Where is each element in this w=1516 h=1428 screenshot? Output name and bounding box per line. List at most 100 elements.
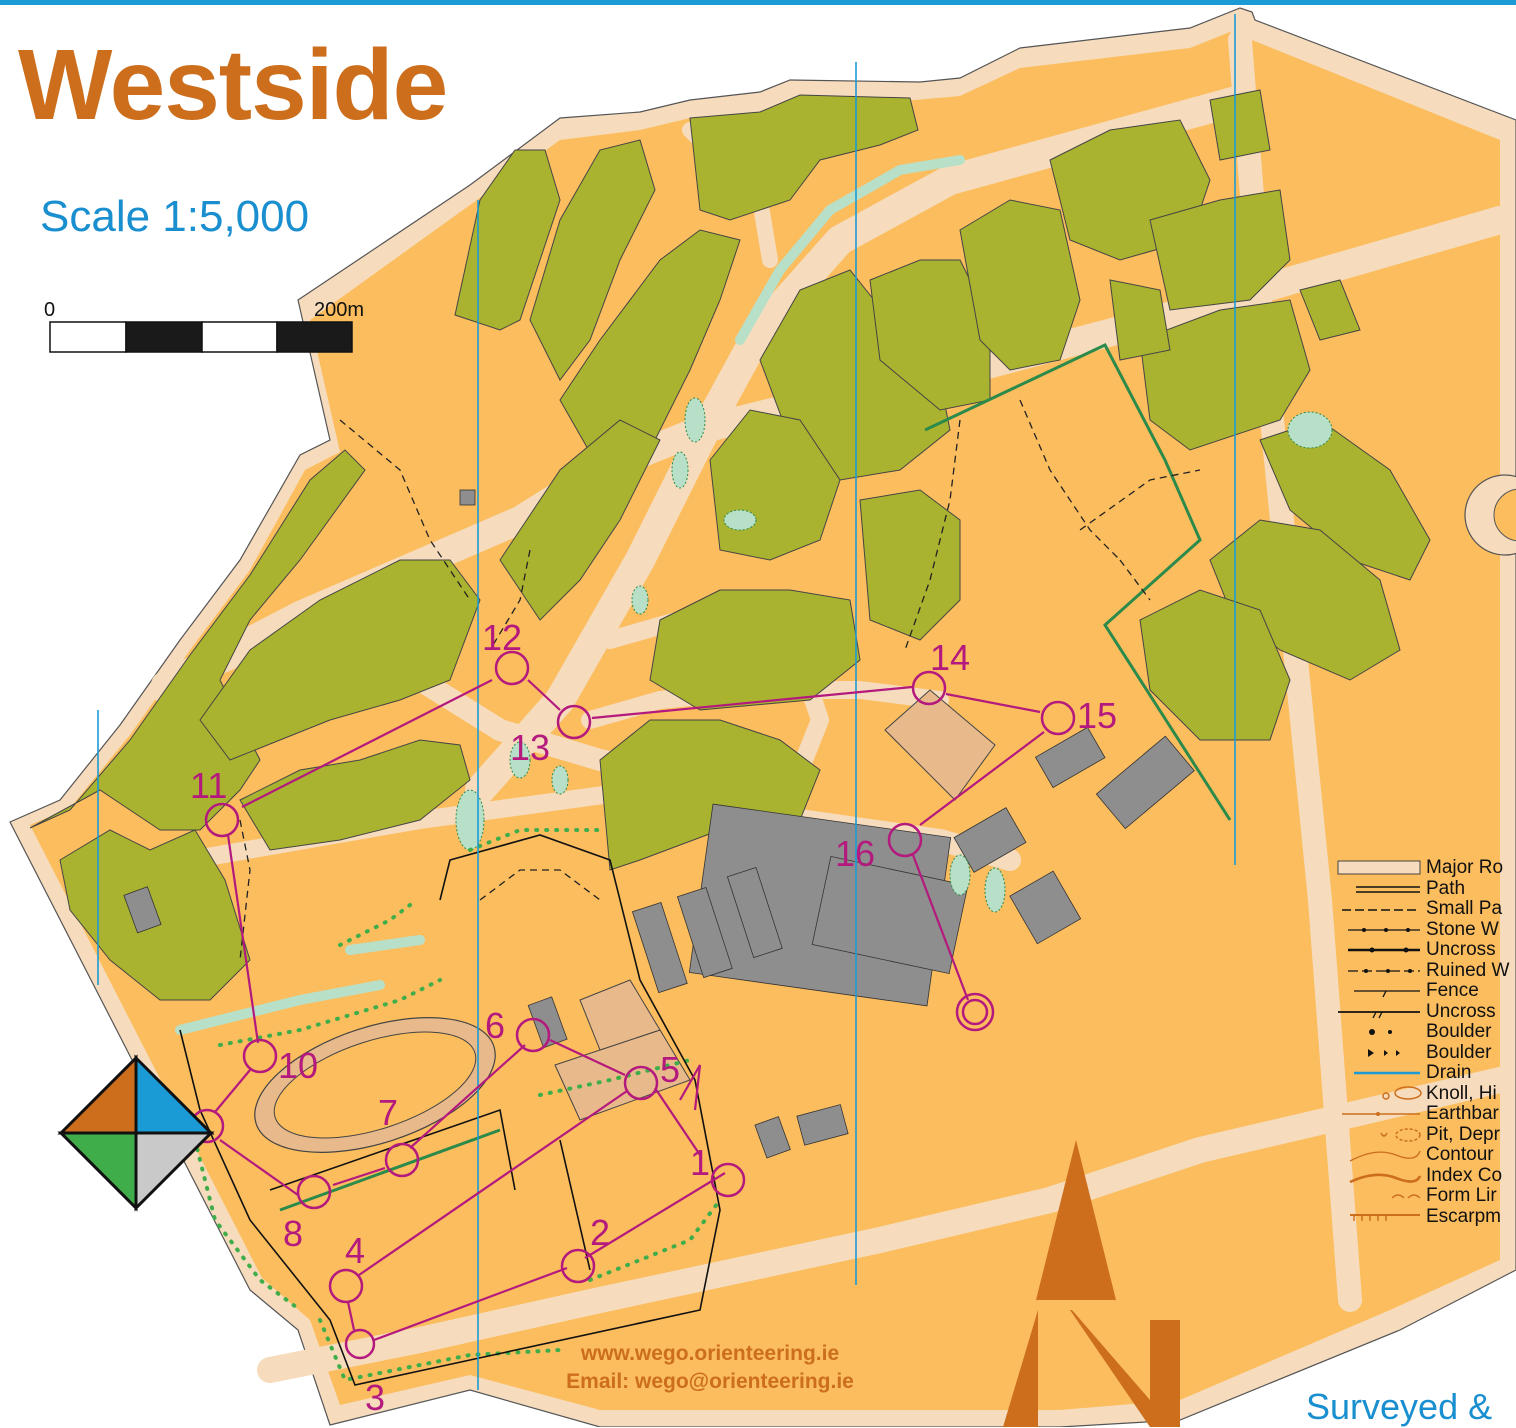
residential-west: [29, 449, 366, 831]
course-leg: [332, 1166, 386, 1187]
uncrossable-wall-symbol: [1348, 947, 1420, 953]
legend-label: Path: [1426, 877, 1466, 899]
building: [676, 886, 733, 979]
green-strip: [175, 980, 385, 1035]
green-patch: [509, 741, 531, 779]
top-border: [0, 0, 1516, 5]
logo-top-left: [57, 1054, 138, 1135]
escarpment-symbol: [1350, 1213, 1420, 1221]
small-path: [489, 549, 531, 651]
residential-top-right: [1209, 89, 1271, 161]
control-1: [710, 1162, 746, 1198]
club-logo: [57, 1054, 215, 1212]
wall: [559, 1139, 591, 1271]
green-strip: [345, 935, 425, 955]
control-label: 11: [190, 765, 227, 806]
building: [796, 1104, 849, 1146]
pit-symbol: [1380, 1127, 1421, 1142]
residential-north-west: [199, 559, 481, 761]
earth-bank-symbol: [1342, 1112, 1420, 1116]
footer: www.wego.orienteering.ie Email: wego@ori…: [500, 1340, 920, 1396]
residential-ne-4: [1149, 189, 1291, 311]
finish-outer: [955, 992, 995, 1032]
scale-bar-segment: [201, 321, 278, 353]
small-path: [1119, 559, 1151, 601]
paved-square: [884, 689, 996, 801]
legend-label: Escarpm: [1426, 1205, 1501, 1227]
control-label: 12: [482, 617, 522, 658]
surveyed-credit: Surveyed &: [1306, 1386, 1493, 1427]
course-leg: [226, 834, 260, 1044]
small-paths: [239, 399, 1201, 961]
footer-website[interactable]: www.wego.orienteering.ie: [580, 1342, 840, 1365]
control-label: 5: [660, 1049, 680, 1090]
hedge: [188, 1118, 302, 1312]
walls: [179, 834, 721, 1386]
north-arrow-top: [1036, 1140, 1116, 1300]
building: [459, 489, 476, 506]
hedge: [588, 1198, 722, 1282]
small-path: [1019, 399, 1121, 561]
footer-email[interactable]: Email: wego@orienteering.ie: [566, 1370, 854, 1393]
building: [811, 855, 969, 975]
contour-symbol: [1349, 1150, 1421, 1162]
course-leg: [591, 685, 913, 720]
control-14: [911, 670, 947, 706]
legend-item: Knoll, Hi: [1336, 1083, 1516, 1105]
residential-north: [454, 149, 561, 331]
finish-inner: [961, 998, 989, 1026]
building: [1034, 726, 1106, 789]
control-13: [556, 704, 592, 740]
legend-item: Fence: [1336, 980, 1516, 1002]
legend-item: Form Lir: [1336, 1185, 1516, 1207]
building: [631, 901, 688, 994]
control-2: [560, 1248, 596, 1284]
track-inner: [273, 1031, 477, 1139]
path-symbol: [1356, 885, 1420, 893]
green-patch: [1287, 411, 1333, 449]
small-path-symbol: [1342, 909, 1420, 911]
residential-east-3: [1139, 589, 1291, 741]
control-3: [344, 1328, 376, 1360]
legend-label: Form Lir: [1426, 1185, 1497, 1206]
legend-item: Uncross: [1336, 939, 1516, 961]
legend-label: Index Co: [1426, 1164, 1503, 1186]
legend-label: Ruined W: [1426, 959, 1510, 981]
boulder-symbol: [1369, 1029, 1392, 1035]
legend-item: Small Pa: [1336, 898, 1516, 920]
control-label: 15: [1077, 695, 1117, 736]
legend-label: Uncross: [1426, 939, 1496, 960]
hedge: [538, 1058, 692, 1097]
residential-center-2: [649, 589, 861, 711]
hedge: [318, 1318, 562, 1383]
course-leg: [373, 1266, 568, 1342]
legend-label: Uncross: [1426, 1000, 1496, 1022]
roundabout-center: [1493, 488, 1516, 542]
green-patch: [631, 585, 649, 615]
course-leg: [409, 1044, 526, 1149]
course-leg: [911, 854, 970, 1001]
control-5: [623, 1065, 659, 1101]
diagonal-road: [465, 85, 1255, 805]
building: [754, 1116, 791, 1159]
course-leg: [219, 1139, 299, 1196]
residential-south-center: [599, 719, 821, 871]
course-leg: [346, 1301, 356, 1331]
small-path: [479, 869, 601, 901]
buildings: [123, 489, 1195, 1159]
logo-bottom-left: [57, 1131, 138, 1212]
fence-symbol: [1354, 990, 1420, 998]
control-16: [887, 822, 923, 858]
legend-label: Stone W: [1426, 918, 1499, 940]
green-patch: [671, 451, 689, 489]
course-leg: [527, 679, 561, 711]
control-15: [1040, 700, 1076, 736]
green-patch: [949, 854, 971, 896]
residential-east-4: [1299, 279, 1361, 341]
boulder-field-symbol: [1368, 1048, 1400, 1057]
residential-strip-mid: [239, 739, 471, 851]
ruined-wall-symbol: [1348, 968, 1420, 973]
control-label: 16: [835, 833, 875, 874]
scale-bar-segment: [276, 321, 353, 353]
